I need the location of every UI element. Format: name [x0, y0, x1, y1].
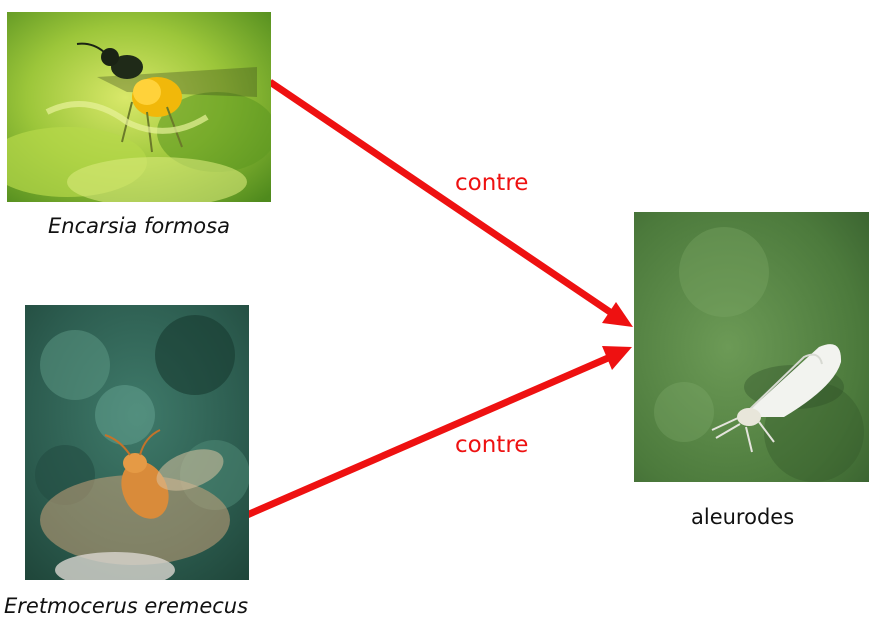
encarsia-photo: [7, 12, 271, 202]
aleurodes-label: aleurodes: [691, 505, 794, 529]
arrow-eretmocerus-to-aleurodes: [247, 358, 608, 515]
relation-label-top: contre: [455, 170, 528, 196]
relation-label-bottom: contre: [455, 432, 528, 458]
eretmocerus-photo: [25, 305, 249, 580]
aleurodes-photo: [634, 212, 869, 482]
arrow-encarsia-to-aleurodes: [270, 82, 610, 312]
encarsia-label: Encarsia formosa: [48, 214, 230, 238]
eretmocerus-label: Eretmocerus eremecus: [4, 594, 248, 618]
